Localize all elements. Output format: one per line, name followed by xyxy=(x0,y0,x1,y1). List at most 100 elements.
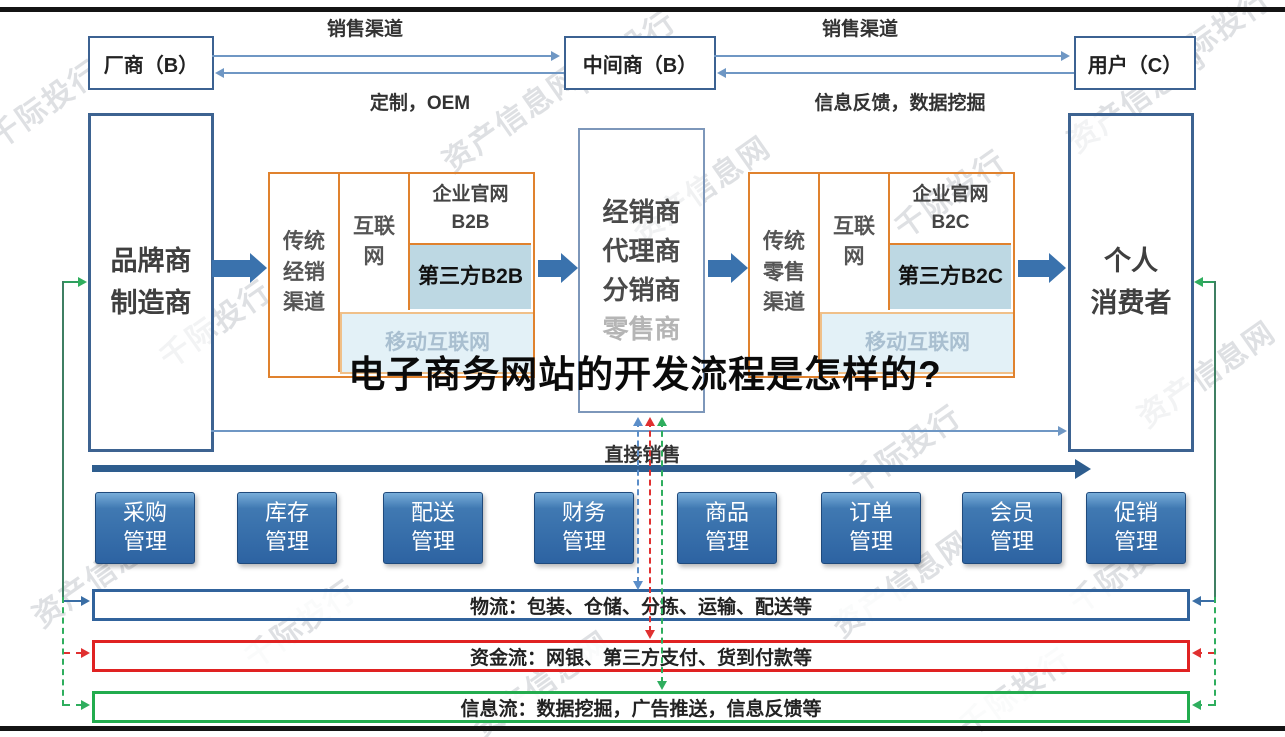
arrowhead-up-red xyxy=(645,412,655,426)
left-feedback-line xyxy=(63,281,79,283)
cell-line: 传统 xyxy=(763,230,805,254)
capital-flow-bar: 资金流：网银、第三方支付、货到付款等 xyxy=(92,640,1190,672)
consumer-line-2: 消费者 xyxy=(1090,287,1172,318)
left-information-branch xyxy=(64,704,82,706)
arrowhead-up-green xyxy=(657,412,667,426)
sales-channel-label-right: 销售渠道 xyxy=(821,19,898,40)
personal-consumer-box: 个人 消费者 xyxy=(1068,113,1194,452)
arrow-user-to-intermediary xyxy=(720,72,1074,74)
arrowhead-down-red xyxy=(645,630,655,644)
cell-line: 零售 xyxy=(763,260,805,284)
module-product: 商品管理 xyxy=(677,492,777,564)
page-title: 电子商务网站的开发流程是怎样的? xyxy=(348,354,942,395)
flow-arrow-1 xyxy=(212,260,250,277)
arrow-intermediary-to-manufacturer xyxy=(218,72,564,74)
main-process-arrow xyxy=(92,465,1075,472)
right-logistics-arrowhead xyxy=(1187,596,1201,606)
arrowhead-down-green xyxy=(657,681,667,695)
distributor-line-1: 经销商 xyxy=(602,196,681,227)
left-channel-group xyxy=(268,172,535,378)
module-finance: 财务管理 xyxy=(534,492,634,564)
right-vertical-line xyxy=(1214,281,1216,597)
module-member: 会员管理 xyxy=(962,492,1062,564)
cell-line: 网 xyxy=(843,245,865,268)
arrowhead-left xyxy=(210,68,224,78)
left-traditional-channel-cell: 传统 经销 渠道 xyxy=(270,174,340,372)
logistics-dashed-line xyxy=(637,421,639,583)
left-information-arrowhead xyxy=(81,700,95,710)
sales-channel-label-left: 销售渠道 xyxy=(326,19,403,40)
left-internet-cell: 互联 网 xyxy=(340,174,410,310)
direct-sales-arrowhead xyxy=(1058,426,1072,436)
flow-arrow-3 xyxy=(708,260,731,277)
brand-line-2: 制造商 xyxy=(110,287,192,318)
flow-arrow-4 xyxy=(1018,260,1049,277)
cell-line: B2B xyxy=(451,211,490,233)
brand-manufacturer-box: 品牌商 制造商 xyxy=(88,113,214,452)
arrowhead-up-blue xyxy=(633,412,643,426)
right-capital-arrowhead xyxy=(1187,648,1201,658)
flow-arrow-4-head xyxy=(1049,253,1081,283)
left-official-site-b2b-cell: 企业官网 B2B xyxy=(410,174,531,245)
arrowhead-left xyxy=(712,68,726,78)
left-feedback-arrowhead xyxy=(78,277,92,287)
module-delivery: 配送管理 xyxy=(383,492,483,564)
cell-line: B2C xyxy=(931,211,970,233)
logistics-flow-bar: 物流：包装、仓储、分拣、运输、配送等 xyxy=(92,589,1190,621)
user-c-box: 用户（C） xyxy=(1074,36,1196,90)
module-order: 订单管理 xyxy=(821,492,921,564)
left-third-party-b2b-cell: 第三方B2B xyxy=(410,245,531,309)
right-information-arrowhead xyxy=(1187,700,1201,710)
left-logistics-arrowhead xyxy=(81,596,95,606)
module-promotion: 促销管理 xyxy=(1086,492,1186,564)
right-vertical-dashed xyxy=(1214,597,1216,706)
brand-line-1: 品牌商 xyxy=(110,245,192,276)
arrow-manufacturer-to-intermediary xyxy=(212,55,557,57)
module-procurement: 采购管理 xyxy=(95,492,195,564)
information-dashed-line xyxy=(661,421,663,683)
left-capital-branch xyxy=(64,652,82,654)
right-traditional-channel-cell: 传统 零售 渠道 xyxy=(750,174,820,372)
arrowhead-right xyxy=(551,51,565,61)
consumer-line-1: 个人 xyxy=(1104,245,1158,276)
cell-line: 渠道 xyxy=(763,291,805,315)
left-vertical-dashed xyxy=(62,597,64,706)
cell-line: 渠道 xyxy=(283,291,325,315)
watermark: 千际投行 xyxy=(844,399,968,501)
intermediary-b-box: 中间商（B） xyxy=(564,36,716,90)
cell-line: 经销 xyxy=(283,260,325,284)
top-border-line xyxy=(0,7,1285,12)
right-information-branch xyxy=(1196,704,1214,706)
arrow-intermediary-to-user xyxy=(714,55,1067,57)
distributor-line-2: 代理商 xyxy=(602,235,681,266)
left-vertical-line xyxy=(62,281,64,597)
module-inventory: 库存管理 xyxy=(237,492,337,564)
manufacturer-b-box: 厂商（B） xyxy=(88,36,214,90)
right-mobile-internet-cell: 移动互联网 xyxy=(820,312,1015,374)
cell-line: 传统 xyxy=(283,230,325,254)
cell-line: 网 xyxy=(363,245,385,268)
bottom-border-line xyxy=(0,726,1285,731)
distributor-box: 经销商 代理商 分销商 零售商 xyxy=(578,128,705,413)
flow-arrow-1-head xyxy=(250,253,282,283)
distributor-retailer-faded: 零售商 xyxy=(602,313,681,344)
cell-line: 企业官网 xyxy=(912,183,989,205)
oem-label: 定制，OEM xyxy=(369,93,471,114)
right-feedback-arrowhead xyxy=(1189,277,1203,287)
right-official-site-b2c-cell: 企业官网 B2C xyxy=(890,174,1011,245)
right-third-party-b2c-cell: 第三方B2C xyxy=(890,245,1011,309)
flow-arrow-2-head xyxy=(561,253,593,283)
direct-sales-line xyxy=(211,430,1062,432)
arrowhead-right xyxy=(1061,51,1075,61)
cell-line: 互联 xyxy=(353,214,395,238)
distributor-line-3: 分销商 xyxy=(602,274,681,305)
cell-line: 互联 xyxy=(833,214,875,238)
capital-dashed-line xyxy=(649,421,651,632)
information-flow-bar: 信息流：数据挖掘，广告推送，信息反馈等 xyxy=(92,691,1190,723)
direct-sales-label: 直接销售 xyxy=(604,445,681,466)
arrowhead-down-blue xyxy=(633,581,643,595)
right-channel-group xyxy=(748,172,1015,378)
right-internet-cell: 互联 网 xyxy=(820,174,890,310)
flow-arrow-3-head xyxy=(731,253,763,283)
